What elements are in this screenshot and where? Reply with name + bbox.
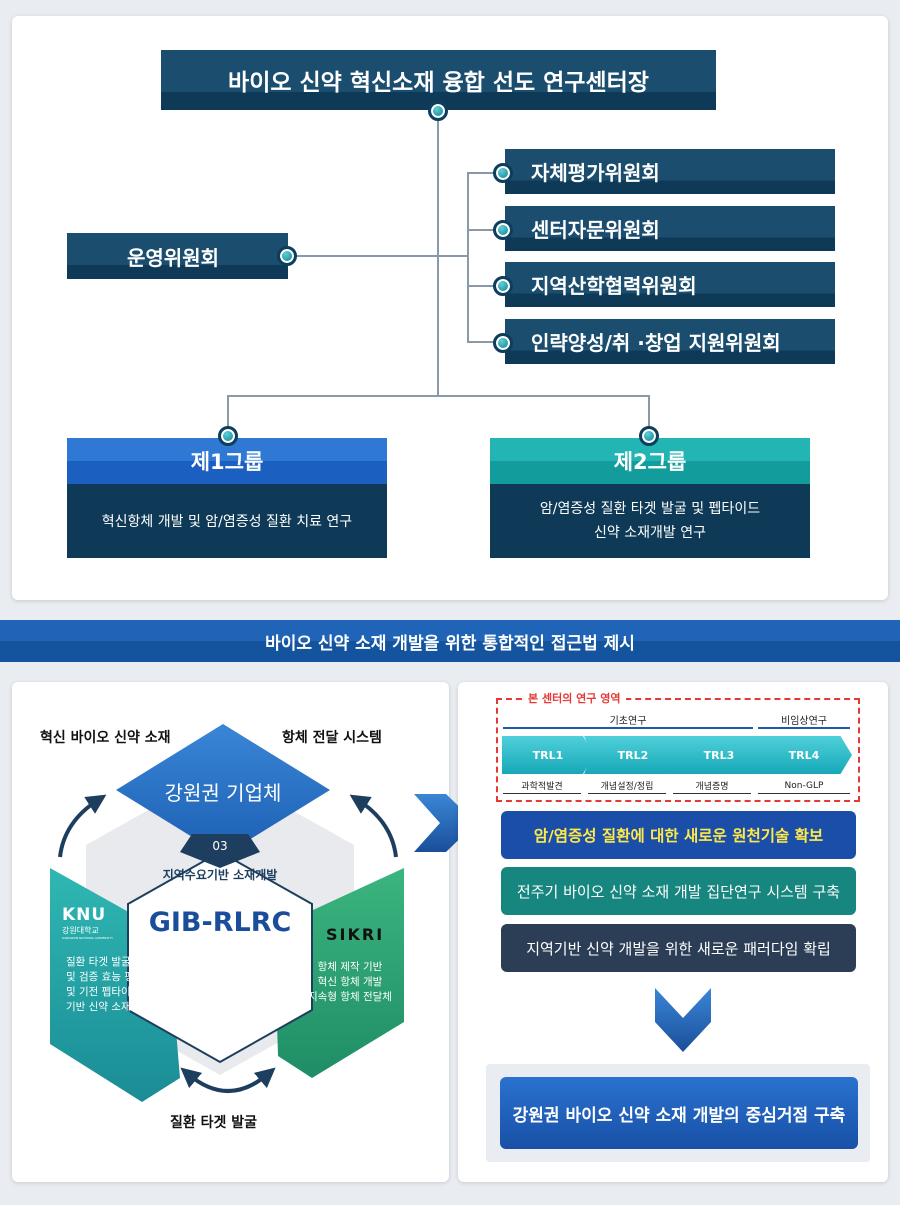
group2-title: 제2그룹 [613, 450, 687, 474]
trl-sub-3: 개념증명 [673, 778, 751, 794]
hex-num-02: 02 [287, 947, 303, 961]
committee-self-eval: 자체평가위원회 [505, 149, 835, 194]
trl-label-2: TRL2 [617, 748, 649, 762]
goal-box-1: 암/염증성 질환에 대한 새로운 원천기술 확보 [501, 811, 856, 859]
trl-step-4: TRL4 [756, 736, 852, 774]
group2-desc-line2: 신약 소재개발 연구 [594, 525, 706, 541]
hex-label-top-left: 혁신 바이오 신약 소재 [40, 730, 171, 746]
group1-desc: 혁신항체 개발 및 암/염증성 질환 치료 연구 [101, 514, 353, 530]
committee-line-4 [467, 341, 503, 343]
committee-node-2 [493, 220, 513, 240]
center-white-hexagon [127, 850, 313, 1064]
committee-bracket-vertical [467, 172, 469, 342]
committee-industry: 지역산학협력위원회 [505, 262, 835, 307]
left-desc-line-3: 및 기전 펩타이드/ 항체 [66, 986, 167, 998]
director-title: 바이오 신약 혁신소재 융합 선도 연구센터장 [228, 70, 649, 96]
committee-line-1 [467, 172, 503, 174]
goal-box-2: 전주기 바이오 신약 소재 개발 집단연구 시스템 구축 [501, 867, 856, 915]
group2-vertical-line [648, 395, 650, 435]
right-block-desc: 항체 제작 기반 혁신 항체 개발 지속형 항체 전달체 [300, 960, 400, 1005]
goal-text-1: 암/염증성 질환에 대한 새로운 원천기술 확보 [533, 827, 824, 845]
hex-center-sub: 지역수요기반 소재개발 [162, 867, 278, 882]
arrow-down-icon [655, 988, 711, 1052]
hex-label-top-right: 항체 전달 시스템 [282, 730, 382, 746]
group1-body: 혁신항체 개발 및 암/염증성 질환 치료 연구 [67, 484, 387, 558]
hex-num-01: 01 [156, 947, 172, 961]
group1-title: 제1그룹 [190, 450, 264, 474]
director-box: 바이오 신약 혁신소재 융합 선도 연구센터장 [161, 50, 716, 110]
trl-sub-2: 개념설정/정립 [588, 778, 666, 794]
group1-node [218, 426, 238, 446]
op-committee-line [296, 255, 468, 257]
left-desc-line-2: 및 검증 효능 평가 [66, 971, 144, 983]
trl-sub-4: Non-GLP [758, 778, 850, 794]
group2-box: 제2그룹 암/염증성 질환 타겟 발굴 및 펩타이드 신약 소재개발 연구 [490, 438, 810, 558]
committee-label-3: 지역산학협력위원회 [531, 274, 697, 298]
right-desc-line-3: 지속형 항체 전달체 [308, 991, 392, 1003]
arrow-top-right [349, 794, 398, 858]
operating-committee-node [277, 246, 297, 266]
left-desc-line-1: 질환 타겟 발굴 [66, 956, 131, 968]
operating-committee-box: 운영위원회 [67, 233, 288, 279]
hex-num-03: 03 [212, 839, 228, 853]
trl-step-3: TRL3 [670, 736, 768, 774]
hex-label-bottom: 질환 타겟 발굴 [170, 1115, 258, 1131]
notch-03 [180, 834, 260, 868]
right-desc-line-2: 혁신 항체 개발 [317, 976, 383, 988]
operating-committee-label: 운영위원회 [127, 245, 219, 270]
research-area-box [496, 698, 860, 802]
group2-desc-line1: 암/염증성 질환 타겟 발굴 및 펩타이드 [539, 501, 761, 517]
committee-talent: 인략양성/취 ·창업 지원위원회 [505, 319, 835, 364]
committee-label-1: 자체평가위원회 [531, 161, 660, 185]
arrow-bottom [180, 1067, 276, 1093]
committee-label-2: 센터자문위원회 [531, 218, 660, 242]
group-horizontal-line [227, 395, 649, 397]
goal-text-2: 전주기 바이오 신약 소재 개발 집단연구 시스템 구축 [516, 882, 841, 901]
top-blue-block [116, 724, 330, 856]
main-vertical-line [437, 112, 439, 396]
left-block-desc: 질환 타겟 발굴 및 검증 효능 평가 및 기전 펩타이드/ 항체 기반 신약 … [66, 955, 167, 1015]
committee-node-1 [493, 163, 513, 183]
hex-center-main: GIB-RLRC [148, 906, 292, 938]
arrow-top-left [58, 794, 107, 858]
knu-logo-text: KNU [62, 905, 107, 925]
trl-step-1: TRL1 [502, 736, 594, 774]
committee-line-3 [467, 285, 503, 287]
group2-body: 암/염증성 질환 타겟 발굴 및 펩타이드 신약 소재개발 연구 [490, 484, 810, 558]
approach-banner: 바이오 신약 소재 개발을 위한 통합적인 접근법 제시 [0, 620, 900, 662]
sk-logo: SIKRI [326, 925, 385, 944]
committee-advisory: 센터자문위원회 [505, 206, 835, 251]
committee-node-3 [493, 276, 513, 296]
nonclinical-research-label: 비임상연구 [758, 711, 850, 729]
knu-logo: KNU 강원대학교 KANGWON NATIONAL UNIVERSITY [62, 905, 113, 940]
left-desc-line-4: 기반 신약 소재 개발 [66, 1001, 154, 1013]
goal-box-3: 지역기반 신약 개발을 위한 새로운 패러다임 확립 [501, 924, 856, 972]
hexagon-diagram [50, 724, 404, 1102]
group1-vertical-line [227, 395, 229, 435]
trl-label-4: TRL4 [788, 748, 820, 762]
research-area-title: 본 센터의 연구 영역 [522, 690, 627, 706]
hex-top-block-label: 강원권 기업체 [164, 780, 282, 805]
final-text: 강원권 바이오 신약 소재 개발의 중심거점 구축 [512, 1105, 846, 1126]
director-node [428, 101, 448, 121]
group2-node [639, 426, 659, 446]
knu-logo-sub: 강원대학교 [62, 926, 99, 935]
right-desc-line-1: 항체 제작 기반 [317, 961, 383, 973]
trl-sub-1: 과학적발견 [503, 778, 581, 794]
trl-label-3: TRL3 [703, 748, 735, 762]
committee-node-4 [493, 333, 513, 353]
trl-label-1: TRL1 [532, 748, 564, 762]
banner-text: 바이오 신약 소재 개발을 위한 통합적인 접근법 제시 [265, 633, 635, 654]
committee-line-2 [467, 229, 503, 231]
final-box: 강원권 바이오 신약 소재 개발의 중심거점 구축 [500, 1077, 858, 1149]
goal-text-3: 지역기반 신약 개발을 위한 새로운 패러다임 확립 [526, 939, 831, 958]
trl-step-2: TRL2 [584, 736, 682, 774]
group1-box: 제1그룹 혁신항체 개발 및 암/염증성 질환 치료 연구 [67, 438, 387, 558]
committee-label-4: 인략양성/취 ·창업 지원위원회 [531, 331, 781, 355]
knu-logo-sub2: KANGWON NATIONAL UNIVERSITY [62, 936, 113, 940]
basic-research-label: 기초연구 [503, 711, 753, 729]
